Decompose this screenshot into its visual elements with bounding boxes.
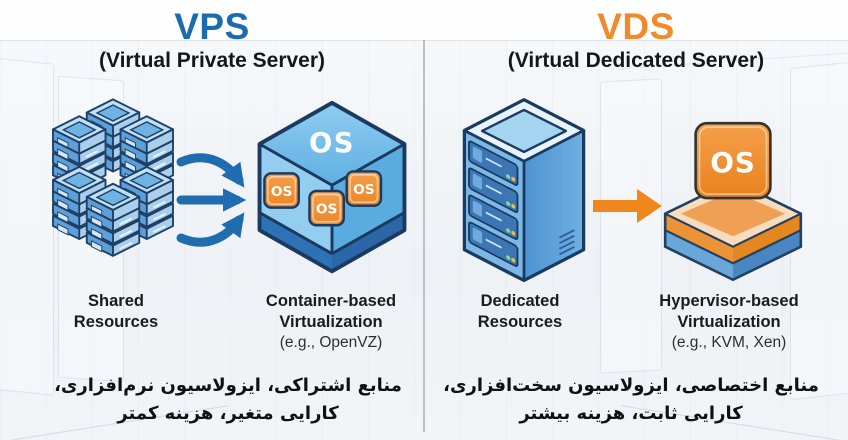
rack-slot xyxy=(468,140,519,186)
container-os-chip-label: OS xyxy=(353,182,375,198)
container-virtualization-label: Container-based Virtualization (e.g., Op… xyxy=(240,291,422,352)
pooling-arrows-icon xyxy=(176,153,247,247)
guest-os-cube: OS xyxy=(694,121,772,200)
dedicated-resources-label: Dedicated Resources xyxy=(477,292,563,331)
vds-header: VDS (Virtual Dedicated Server) xyxy=(424,6,848,73)
hypervisor-virtualization-label: Hypervisor-based Virtualization (e.g., K… xyxy=(638,291,820,352)
shared-servers-cluster-icon xyxy=(38,95,188,265)
rack-slot xyxy=(468,221,519,268)
container-os-chip-label: OS xyxy=(271,184,293,200)
container-os-chip: OS xyxy=(345,170,383,207)
vps-summary-text: منابع اشتراکی، ایزولاسیون نرم‌افزاری، کا… xyxy=(54,375,402,424)
shared-resources-label: Shared Resources xyxy=(73,292,159,331)
container-os-chip: OS xyxy=(308,189,345,227)
top-band xyxy=(0,0,848,41)
dedicated-server-tower-icon xyxy=(462,98,586,283)
vps-header: VPS (Virtual Private Server) xyxy=(0,6,424,73)
container-virtualization-example: (e.g., OpenVZ) xyxy=(279,333,383,351)
hypervisor-virtualization-example: (e.g., KVM, Xen) xyxy=(671,333,787,351)
host-os-label: OS xyxy=(309,128,355,159)
container-os-chip-label: OS xyxy=(316,202,338,218)
guest-os-label: OS xyxy=(710,146,755,179)
hypervisor-platform-icon: OS xyxy=(663,121,803,282)
vps-subtitle: (Virtual Private Server) xyxy=(98,48,326,72)
rack-slot xyxy=(468,194,519,240)
vds-title: VDS xyxy=(597,6,675,47)
vent-lines xyxy=(558,229,575,256)
vds-summary-text: منابع اختصاصی، ایزولاسیون سخت‌افزاری، کا… xyxy=(443,375,819,424)
vps-title: VPS xyxy=(174,6,250,47)
dedication-arrow-icon xyxy=(593,189,662,223)
container-os-chip: OS xyxy=(263,172,300,209)
vds-subtitle: (Virtual Dedicated Server) xyxy=(507,48,765,72)
rack-slot xyxy=(468,167,519,213)
container-hexagon-icon: OS OS OS OS xyxy=(257,100,407,274)
column-divider xyxy=(423,40,425,432)
